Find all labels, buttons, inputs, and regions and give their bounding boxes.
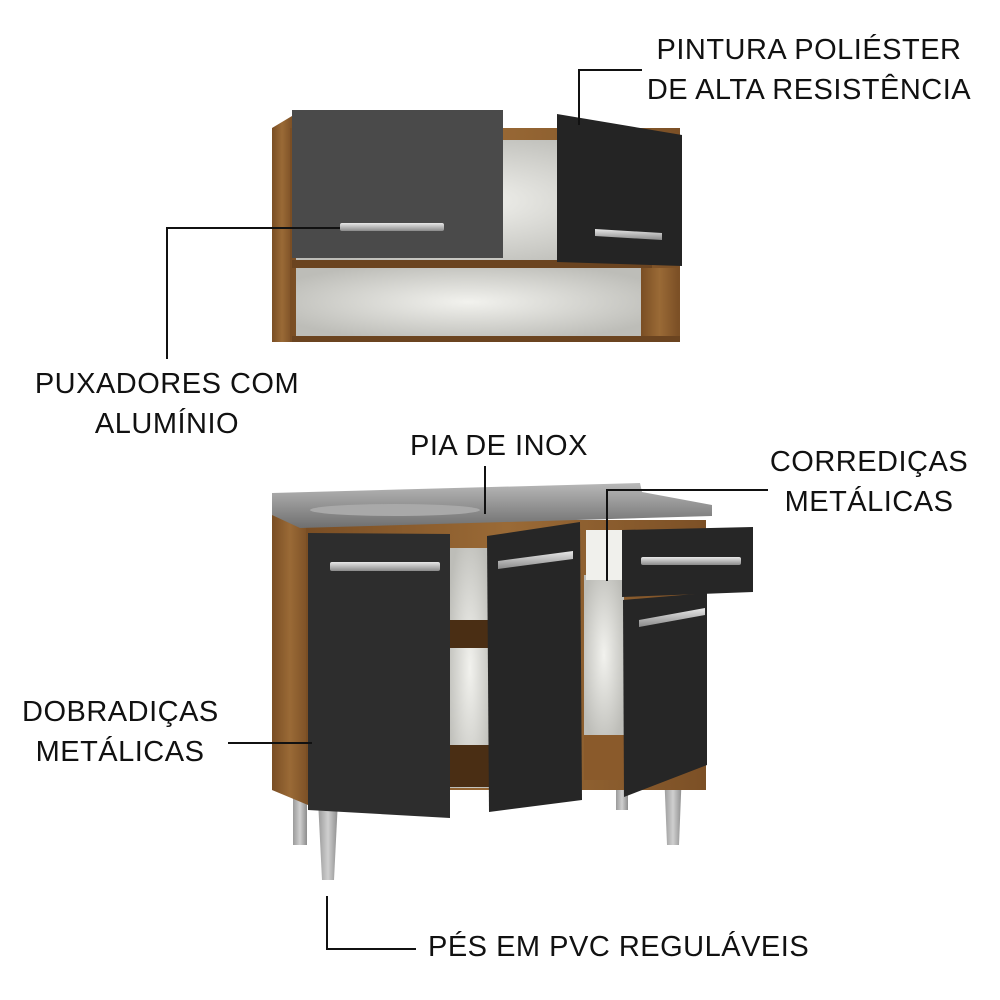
lower-left-door [308,533,450,818]
hinges-leader-h [228,742,312,744]
upper-right-door [557,114,682,266]
handles-leader-v [166,227,168,359]
callout-paint-line-1: PINTURA POLIÉSTER [656,34,962,66]
callout-slides-line-2: METÁLICAS [784,486,954,518]
feet-leader-v [326,896,328,950]
slides-leader-h [606,489,768,491]
callout-hinges: DOBRADIÇAS METÁLICAS [22,692,218,772]
callout-paint-line-2: DE ALTA RESISTÊNCIA [646,74,972,106]
handles-leader-h [166,227,340,229]
callout-paint: PINTURA POLIÉSTER DE ALTA RESISTÊNCIA [644,30,974,110]
sink-basin [310,504,480,516]
upper-right-handle [595,229,662,240]
upper-cabinet [272,110,682,342]
lower-middle-door [487,522,582,812]
lower-right-door [623,593,707,797]
callout-sink-line-1: PIA DE INOX [410,430,588,462]
upper-left-handle [340,223,444,231]
drawer-handle [641,557,741,565]
callout-handles: PUXADORES COM ALUMÍNIO [22,364,312,444]
paint-leader-h [578,69,642,71]
callout-handles-line-1: PUXADORES COM [34,368,300,400]
callout-slides: CORREDIÇAS METÁLICAS [764,442,974,522]
slides-leader-v [606,489,608,581]
callout-sink: PIA DE INOX [410,426,588,466]
sink-countertop [272,483,712,528]
lower-middle-handle [498,551,573,569]
lower-left-handle [330,562,440,571]
feet-leader-h [326,948,416,950]
callout-handles-line-2: ALUMÍNIO [94,408,240,440]
callout-hinges-line-2: METÁLICAS [35,736,205,768]
callout-hinges-line-1: DOBRADIÇAS [22,696,219,728]
paint-leader-v [578,69,580,125]
callout-feet-line-1: PÉS EM PVC REGULÁVEIS [428,931,810,963]
lower-right-handle [639,608,705,627]
upper-left-door [292,110,503,258]
callout-feet: PÉS EM PVC REGULÁVEIS [428,927,809,967]
sink-leader-v [484,466,486,514]
lower-cabinet [272,483,753,880]
callout-slides-line-1: CORREDIÇAS [769,446,969,478]
